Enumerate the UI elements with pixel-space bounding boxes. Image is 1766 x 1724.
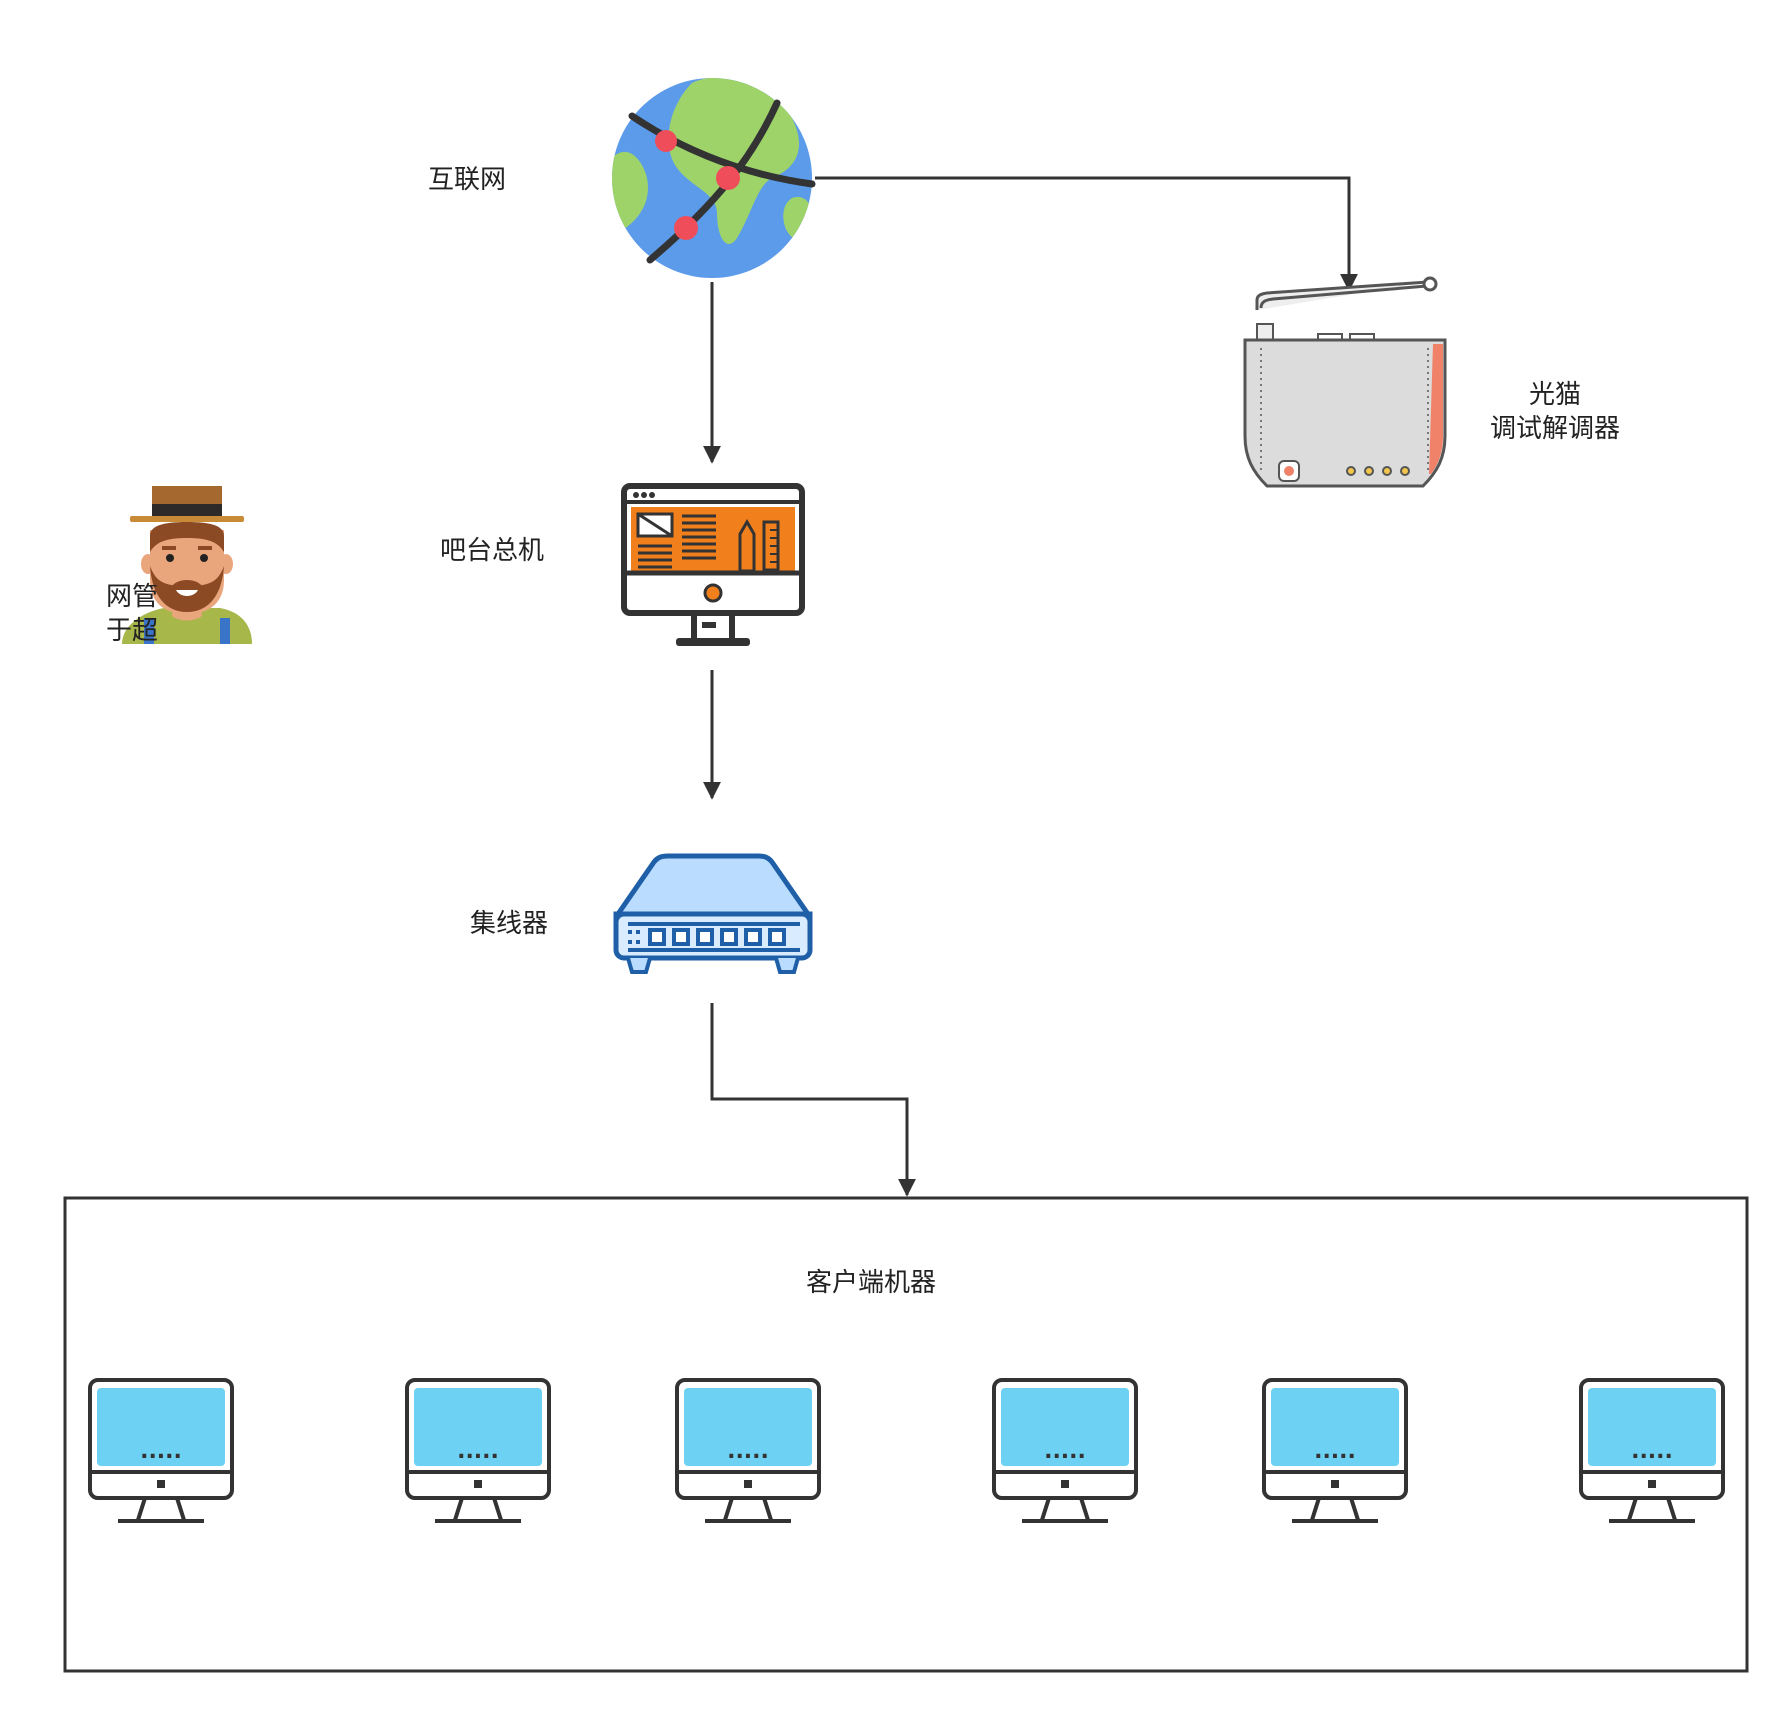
person-avatar-icon (122, 486, 252, 644)
client-monitor-icon: ..... (1579, 1378, 1725, 1523)
edge-hub-clients (710, 1003, 916, 1197)
admin-label-line1: 网管 (106, 582, 159, 612)
edge-internet-modem (815, 176, 1358, 292)
client-screen-text: ..... (1631, 1439, 1673, 1464)
admin-label: 网管 于超 (106, 580, 158, 648)
client-screen-text: ..... (1044, 1439, 1086, 1464)
client-monitor-icon: ..... (88, 1378, 234, 1523)
bar-host-label: 吧台总机 (440, 536, 545, 566)
client-screen-text: ..... (727, 1439, 769, 1464)
modem-label: 光猫 调试解调器 (1490, 378, 1620, 446)
edges (703, 176, 1358, 1197)
client-monitor-icon: ..... (675, 1378, 821, 1523)
client-screen-text: ..... (1314, 1439, 1356, 1464)
modem-label-line1: 光猫 (1529, 380, 1582, 410)
network-hub-icon (613, 853, 813, 974)
clients-label: 客户端机器 (806, 1268, 937, 1298)
client-monitor-icon: ..... (992, 1378, 1138, 1523)
modem-router-icon (1243, 276, 1447, 488)
hub-label: 集线器 (470, 909, 549, 939)
globe-icon (612, 78, 816, 278)
client-monitor-icon: ..... (1262, 1378, 1408, 1523)
admin-label-line2: 于超 (106, 616, 159, 646)
client-screen-text: ..... (457, 1439, 499, 1464)
client-monitor-icon: ..... (405, 1378, 551, 1523)
client-screen-text: ..... (140, 1439, 182, 1464)
desktop-computer-icon (621, 483, 805, 646)
clients-layer: .............................. (88, 1378, 1725, 1523)
internet-label: 互联网 (428, 165, 507, 195)
clients-group-box (63, 1196, 1749, 1673)
modem-label-line2: 调试解调器 (1490, 414, 1621, 444)
